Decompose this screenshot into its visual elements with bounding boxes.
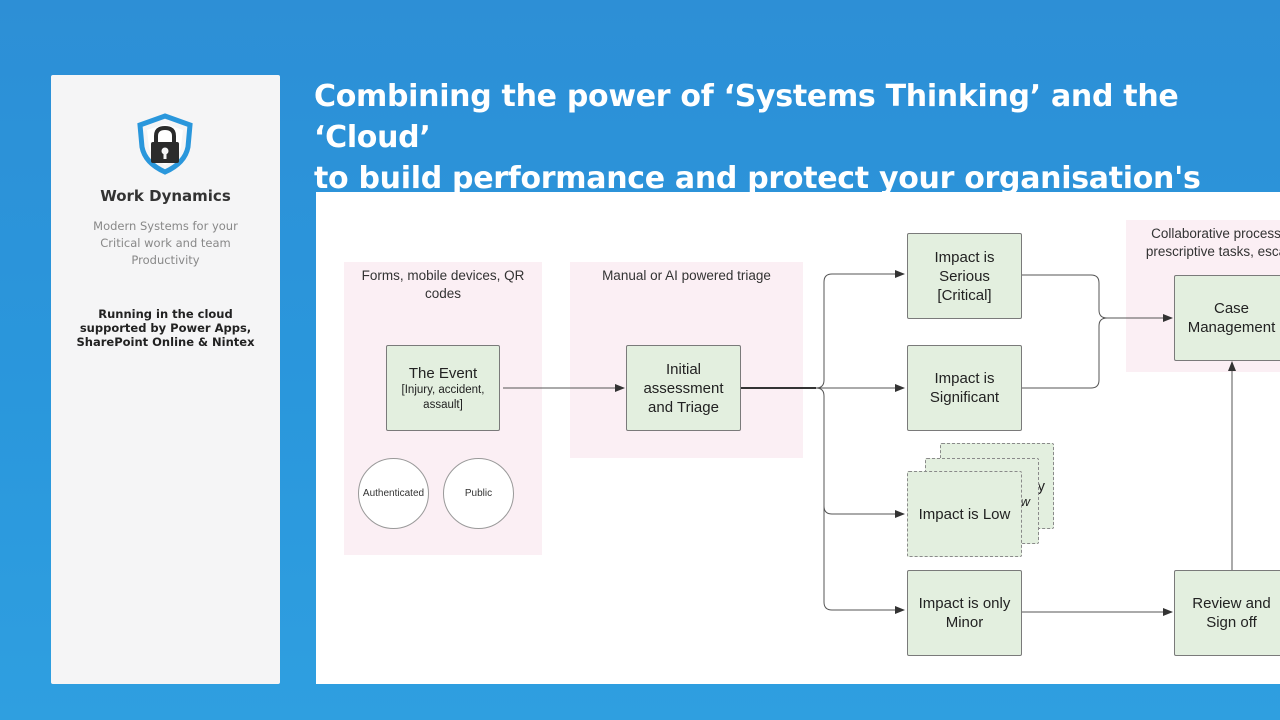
zone-intake-label: Forms, mobile devices, QR codes: [361, 268, 525, 301]
slide-title-line-2: to build performance and protect your or…: [314, 161, 1201, 196]
slide-title-line-1: Combining the power of ‘Systems Thinking…: [314, 79, 1179, 155]
edge-triage-trunk: [741, 270, 905, 389]
edge-significant-to-case: [1021, 317, 1108, 389]
edge-triage-to-low: [815, 387, 905, 518]
edge-triage-to-minor: [823, 492, 905, 614]
node-the-event[interactable]: The Event [Injury, accident, assault]: [386, 345, 500, 431]
node-initial-assessment[interactable]: Initial assessment and Triage: [626, 345, 741, 431]
circle-authenticated[interactable]: Authenticated: [358, 458, 429, 529]
sidebar-panel: Work Dynamics Modern Systems for your Cr…: [51, 75, 280, 684]
zone-collaborative-label: Collaborative process prescriptive tasks…: [1145, 226, 1280, 259]
node-review-sign-off[interactable]: Review and Sign off: [1174, 570, 1280, 656]
node-impact-low[interactable]: Impact is Low: [907, 471, 1022, 557]
shield-lock-icon: [137, 113, 193, 175]
brand-name: Work Dynamics: [100, 187, 231, 205]
edge-serious-to-case: [1021, 274, 1173, 322]
platform-note: Running in the cloud supported by Power …: [76, 307, 255, 349]
connector-layer: [503, 270, 1236, 616]
circle-public[interactable]: Public: [443, 458, 514, 529]
slide-title: Combining the power of ‘Systems Thinking…: [314, 76, 1274, 199]
node-impact-significant[interactable]: Impact is Significant: [907, 345, 1022, 431]
node-case-management[interactable]: Case Management: [1174, 275, 1280, 361]
brand-tagline: Modern Systems for your Critical work an…: [93, 219, 238, 267]
node-impact-serious[interactable]: Impact is Serious [Critical]: [907, 233, 1022, 319]
zone-triage-label: Manual or AI powered triage: [602, 268, 771, 283]
node-impact-minor[interactable]: Impact is only Minor: [907, 570, 1022, 656]
diagram-canvas: Forms, mobile devices, QR codes Manual o…: [316, 192, 1280, 684]
